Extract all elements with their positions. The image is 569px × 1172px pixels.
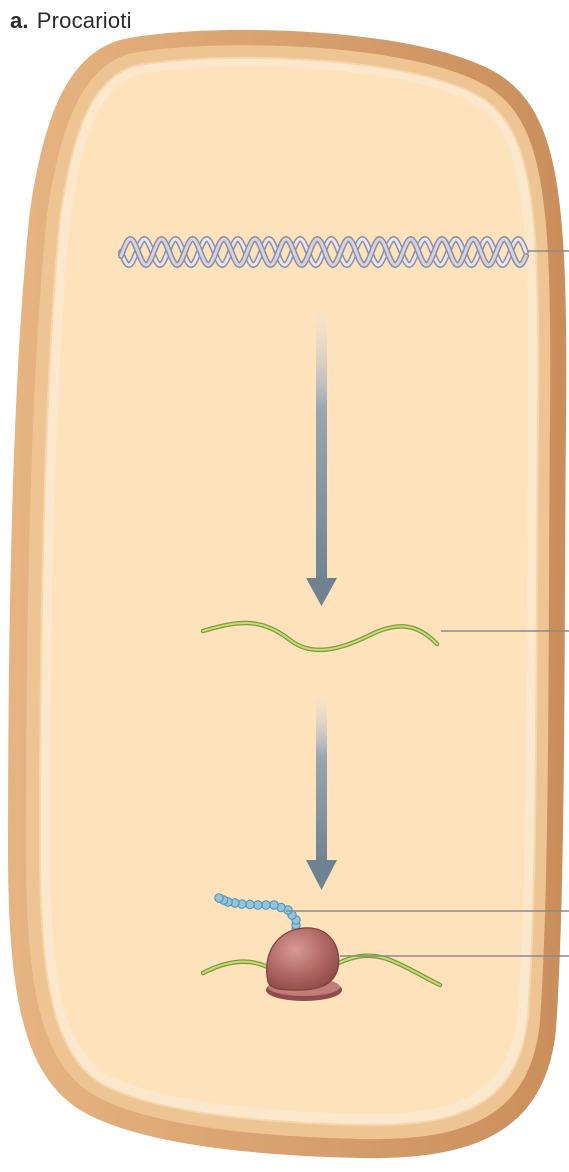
amino-acid-bead	[215, 894, 223, 902]
amino-acid-bead	[270, 901, 278, 909]
amino-acid-bead	[254, 901, 262, 909]
amino-acid-bead	[246, 900, 254, 908]
amino-acid-bead	[262, 901, 270, 909]
